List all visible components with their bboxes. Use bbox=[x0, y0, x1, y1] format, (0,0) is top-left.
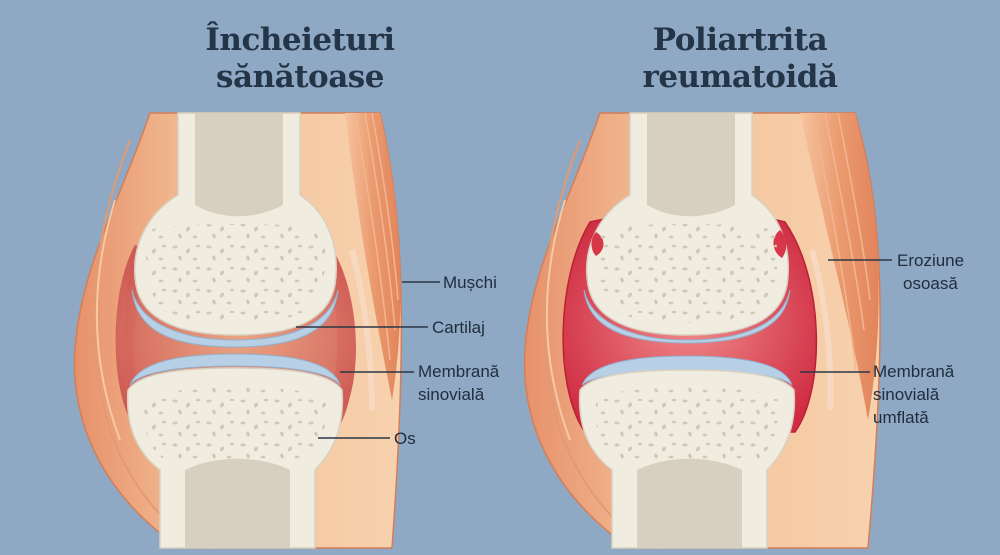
label-synovial-line2: sinovială bbox=[418, 385, 485, 404]
title-healthy-line1: Încheieturi bbox=[205, 22, 395, 58]
title-healthy-line2: sănătoase bbox=[216, 59, 384, 95]
label-muscle: Mușchi bbox=[443, 273, 497, 292]
label-ra-synovial-line1: Membrană bbox=[873, 362, 955, 381]
ra-muscle bbox=[800, 113, 879, 420]
ra-upper-cartilage bbox=[583, 289, 791, 344]
label-cartilage: Cartilaj bbox=[432, 318, 485, 337]
healthy-upper-cartilage bbox=[131, 289, 339, 348]
title-ra: Poliartrita reumatoidă bbox=[620, 22, 860, 96]
title-ra-line1: Poliartrita bbox=[652, 22, 828, 58]
label-synovial-line1: Membrană bbox=[418, 362, 500, 381]
label-bone: Os bbox=[394, 429, 416, 448]
ra-joint: Eroziune osoasă Membrană sinovială umfla… bbox=[523, 112, 964, 549]
label-erosion-line2: osoasă bbox=[903, 274, 958, 293]
label-ra-synovial-line3: umflată bbox=[873, 408, 929, 427]
healthy-joint: Mușchi Cartilaj Membrană sinovială Os bbox=[73, 112, 500, 549]
title-ra-line2: reumatoidă bbox=[642, 59, 838, 95]
healthy-lower-cartilage bbox=[129, 353, 341, 386]
label-ra-synovial-line2: sinovială bbox=[873, 385, 940, 404]
label-erosion-line1: Eroziune bbox=[897, 251, 964, 270]
title-healthy: Încheieturi sănătoase bbox=[180, 22, 420, 96]
